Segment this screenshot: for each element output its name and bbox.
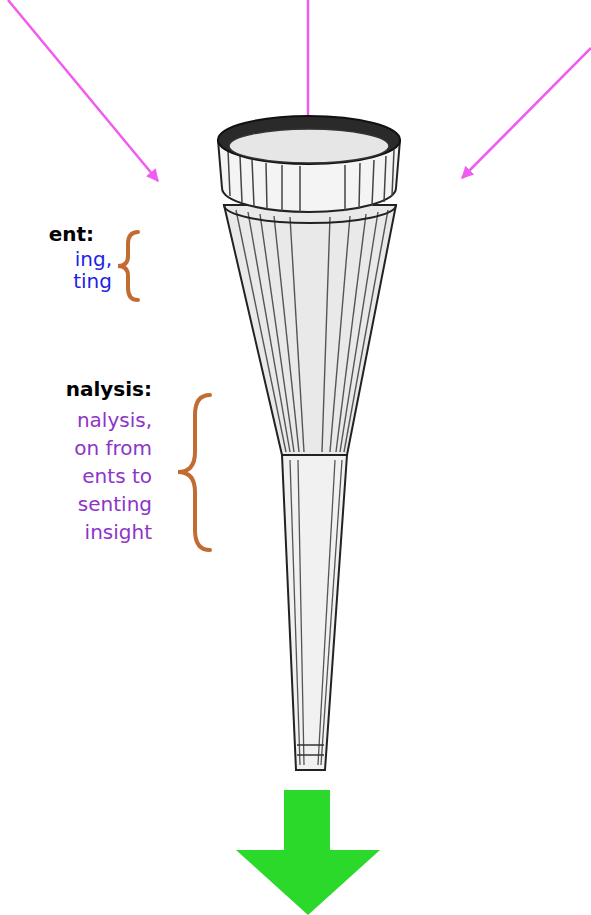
section-heading: ent: (4, 222, 94, 246)
funnel (218, 116, 400, 770)
curly-brace (118, 232, 138, 300)
section-heading: nalysis: (32, 376, 152, 402)
curly-brace (178, 395, 210, 550)
section-body: nalysis, on from ents to senting insight (48, 406, 152, 546)
input-arrow (462, 48, 591, 178)
output-arrow (236, 790, 380, 915)
input-arrow (8, 0, 158, 181)
section-body: ing, ting (56, 248, 112, 292)
